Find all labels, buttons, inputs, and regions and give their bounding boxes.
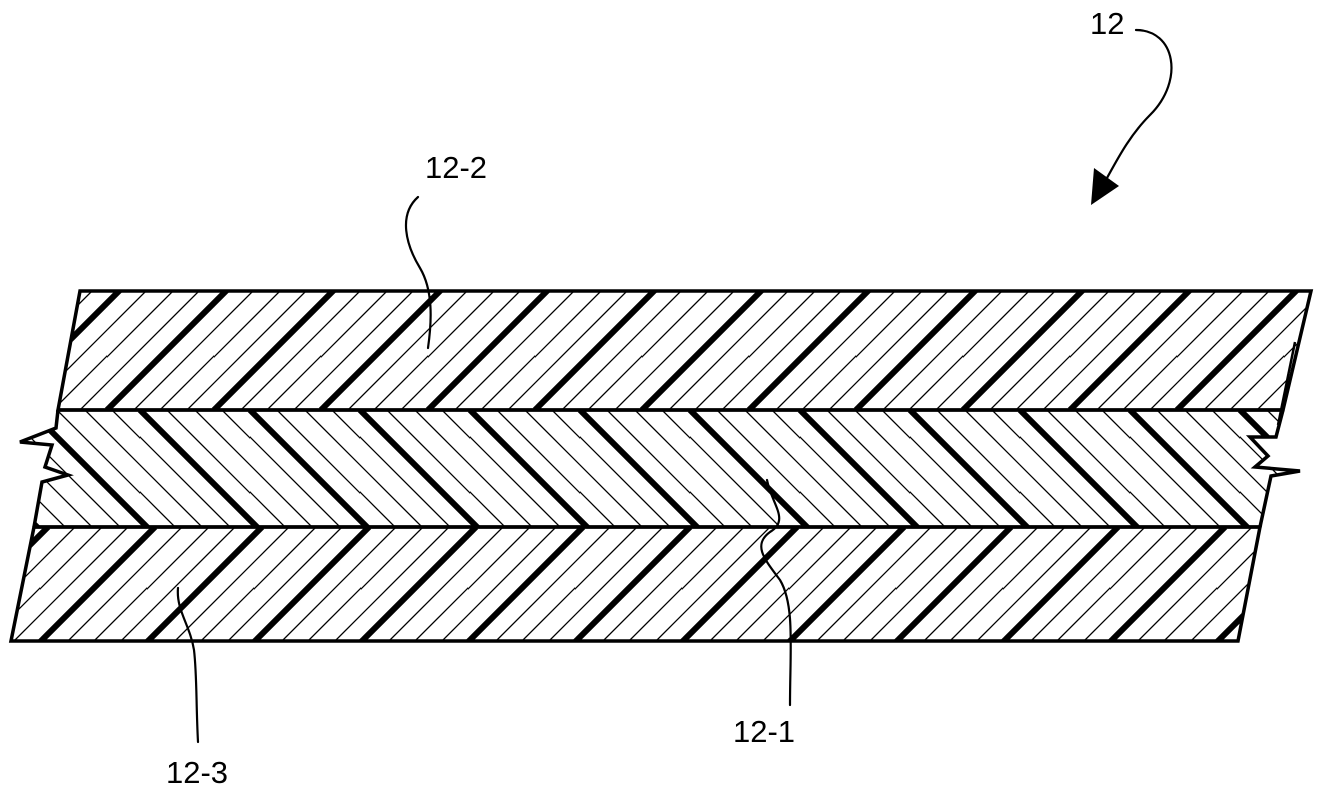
top-layer-label: 12-2 (425, 150, 487, 185)
bottom-layer (11, 527, 1260, 641)
core-layer (20, 410, 1300, 527)
core-layer-label: 12-1 (733, 714, 795, 749)
assembly-arrowhead (1091, 168, 1119, 205)
assembly-label: 12 (1090, 6, 1124, 41)
assembly-leader-line (1107, 30, 1171, 178)
top-layer (58, 291, 1311, 410)
bottom-layer-label: 12-3 (166, 755, 228, 790)
